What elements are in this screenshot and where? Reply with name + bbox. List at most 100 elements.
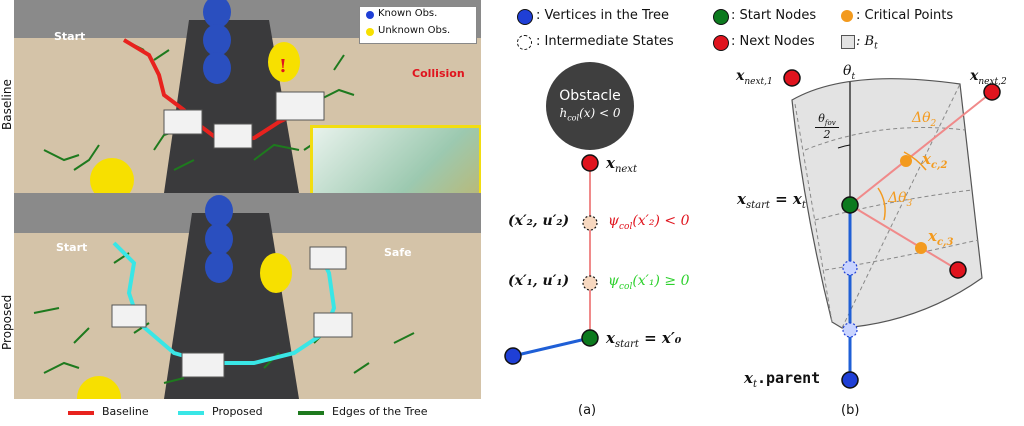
critical-marker — [841, 10, 853, 22]
start-label-bottom: Start — [56, 241, 88, 254]
psi-1: ψ — [608, 273, 619, 289]
state-2-label: (x′₂, u′₂) — [508, 213, 570, 229]
x-next-label: xnext — [606, 154, 637, 175]
caption-b: (b) — [841, 403, 860, 418]
theta-fov-num: θfov — [815, 112, 839, 129]
delta-theta-3-label: Δθ3 — [888, 190, 912, 209]
theta-fov-label: θfov 2 — [815, 112, 839, 141]
baseline-legend-label: Baseline — [102, 405, 149, 418]
legend-start: : Start Nodes — [731, 8, 817, 23]
edge-next-3 — [849, 204, 959, 271]
obstacle-title: Obstacle — [559, 88, 621, 104]
xc2-sub: c,2 — [930, 160, 948, 171]
x-next-2-label: xnext,2 — [970, 68, 1007, 87]
bottom-legend: Baseline Proposed Edges of the Tree — [14, 400, 481, 426]
x-start-b-x: x — [737, 190, 746, 208]
photo-panel-proposed: Start Safe — [14, 193, 481, 399]
obstacle-cond-rest: (x) < 0 — [579, 106, 621, 120]
edge-next-2 — [849, 91, 993, 206]
xc2-label: xc,2 — [922, 150, 947, 171]
legend-intermediate: : Intermediate States — [536, 34, 674, 49]
collision-label: Collision — [412, 67, 465, 80]
legend-bt-text: : B — [856, 34, 875, 49]
next-node-3 — [949, 261, 967, 279]
theta-fov-num-sub: fov — [824, 119, 836, 128]
x-next-sub: next — [614, 164, 637, 175]
legend-vertices: : Vertices in the Tree — [536, 8, 670, 23]
x-start-label-b: xstart = xt — [737, 190, 806, 211]
intermediate-marker — [517, 35, 532, 50]
vertex-marker — [517, 9, 533, 25]
baseline-swatch — [68, 411, 94, 415]
x-start-a-rest: = x′₀ — [638, 329, 682, 347]
state-1-label: (x′₁, u′₁) — [508, 273, 570, 289]
x-start-a-x: x — [606, 329, 615, 347]
psi-1-label: ψcol(x′₁) ≥ 0 — [608, 273, 689, 292]
photo-panel-baseline: ! Start Collision Known Obs. Unknown Obs… — [14, 0, 481, 193]
next-node — [581, 154, 599, 172]
obstacle-circle — [546, 62, 634, 150]
unknown-obs-label: Unknown Obs. — [378, 25, 451, 36]
delta-theta-2-sub: 2 — [930, 118, 937, 129]
proposed-swatch — [178, 411, 204, 415]
known-obs-label: Known Obs. — [378, 8, 438, 19]
diagram-legend: : Vertices in the Tree : Start Nodes : C… — [500, 0, 1020, 60]
psi-2-sub: col — [618, 221, 633, 232]
start-marker — [713, 9, 729, 25]
proposed-side-label: Proposed — [0, 294, 14, 350]
parent-label: xt.parent — [744, 369, 820, 390]
start-label-top: Start — [54, 30, 86, 43]
unknown-obstacle-balloon-2 — [260, 253, 292, 293]
theta-t: θ — [843, 63, 852, 79]
panel-b-diagram — [783, 69, 1001, 389]
critical-point-2 — [900, 155, 912, 167]
unknown-obstacle-balloon — [268, 42, 300, 82]
theta-t-sub: t — [851, 71, 856, 82]
proposed-path — [112, 241, 337, 365]
obstacle-cond-sub: col — [567, 113, 580, 123]
psi-2-rest: (x′₂) < 0 — [632, 213, 690, 229]
x-next-1-sub: next,1 — [744, 76, 773, 87]
next-marker — [713, 35, 729, 51]
edges-legend-label: Edges of the Tree — [332, 405, 428, 418]
xc3-x: x — [928, 227, 937, 245]
edges-swatch — [298, 411, 324, 415]
legend-bt-sub: t — [874, 41, 878, 52]
intermediate-state-2 — [582, 215, 598, 231]
proposed-scene — [14, 193, 481, 399]
theta-fov-num-text: θ — [818, 112, 825, 125]
bt-marker — [841, 35, 855, 49]
baseline-side-label: Baseline — [0, 79, 14, 130]
obstacle-legend-box: Known Obs. Unknown Obs. — [359, 6, 477, 44]
legend-critical: : Critical Points — [856, 8, 954, 23]
start-node-b — [841, 196, 859, 214]
x-start-a-sub: start — [614, 339, 639, 350]
x-next-2-sub: next,2 — [978, 76, 1007, 87]
x-start-b-sub: start — [745, 200, 770, 211]
safe-label: Safe — [384, 246, 412, 259]
caption-a: (a) — [578, 403, 597, 418]
proposed-legend-label: Proposed — [212, 405, 263, 418]
psi-1-rest: (x′₁) ≥ 0 — [632, 273, 690, 289]
psi-2: ψ — [608, 213, 619, 229]
vertex-node-a — [504, 347, 522, 365]
x-start-b-rest-sub: t — [801, 200, 806, 211]
parent-sub: t — [752, 379, 757, 390]
tree-edge — [512, 336, 591, 358]
x-start-b-rest: = x — [769, 190, 802, 208]
delta-theta-3-sub: 3 — [906, 198, 913, 209]
start-node-a — [581, 329, 599, 347]
legend-bt: : Bt — [856, 34, 878, 52]
parent-x: x — [744, 369, 753, 387]
x-next-1-label: xnext,1 — [736, 68, 773, 87]
next-node-1 — [783, 69, 801, 87]
unknown-obs-dot — [366, 28, 374, 36]
known-obstacle-balloons — [203, 0, 231, 84]
known-obs-dot — [366, 11, 374, 19]
delta-theta-3: Δθ — [888, 190, 907, 206]
obstacle-cond-h: h — [559, 106, 568, 120]
parent-rest: .parent — [756, 369, 821, 387]
delta-theta-2-label: Δθ2 — [912, 110, 936, 129]
next-node-2 — [983, 83, 1001, 101]
theta-fov-den: 2 — [823, 128, 831, 142]
